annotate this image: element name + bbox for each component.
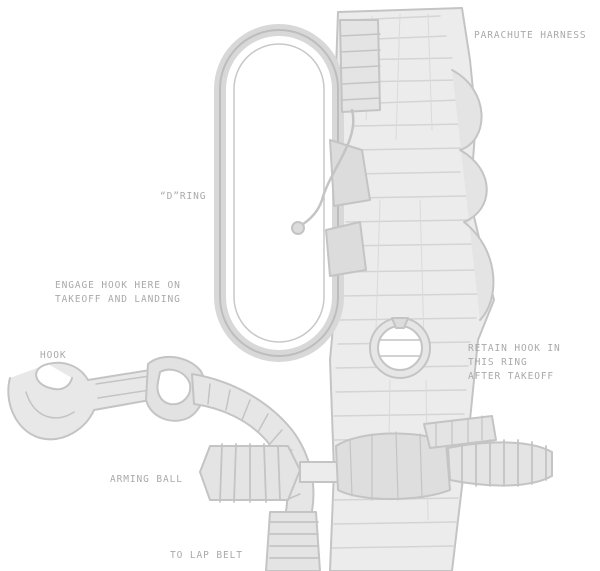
label-retain-hook-line2: THIS RING xyxy=(468,356,528,370)
hook xyxy=(8,357,205,439)
label-parachute-harness: PARACHUTE HARNESS xyxy=(474,29,587,43)
spring-fitting xyxy=(340,20,380,112)
retain-ring xyxy=(370,318,430,378)
lap-belt-coil xyxy=(266,512,320,571)
label-d-ring: “D”RING xyxy=(160,190,206,204)
label-retain-hook-line1: RETAIN HOOK IN xyxy=(468,342,561,356)
label-arming-ball: ARMING BALL xyxy=(110,473,183,487)
label-to-lap-belt: TO LAP BELT xyxy=(170,549,243,563)
label-engage-hook-line2: TAKEOFF AND LANDING xyxy=(55,293,181,307)
label-engage-hook-line1: ENGAGE HOOK HERE ON xyxy=(55,279,181,293)
label-retain-hook-line3: AFTER TAKEOFF xyxy=(468,370,554,384)
spring-cable xyxy=(448,440,552,486)
label-hook: HOOK xyxy=(40,349,66,363)
arming-ball xyxy=(200,444,338,502)
